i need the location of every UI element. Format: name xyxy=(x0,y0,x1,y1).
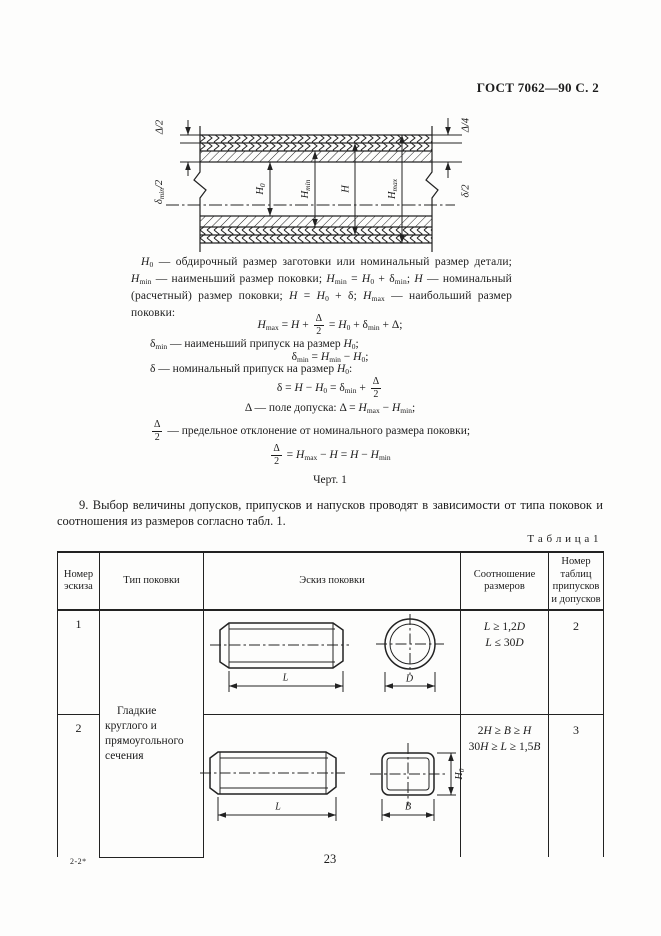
row2-sketch-number: 2 xyxy=(57,714,100,857)
dim-label-L: L xyxy=(275,801,281,812)
table-row: 2 L xyxy=(57,714,604,857)
label-hmax: Hmax xyxy=(387,178,399,200)
table-1: Номер эскиза Тип поковки Эскиз поковки С… xyxy=(57,551,604,858)
table-row: 1 Гладкие круглого и прямоугольного сече… xyxy=(57,610,604,858)
paragraph-9: 9. Выбор величины допусков, припусков и … xyxy=(57,498,603,528)
label-delta-min-half: δmin/2 xyxy=(154,179,166,205)
table-title: Т а б л и ц а 1 xyxy=(527,533,599,545)
label-h0: H0 xyxy=(255,183,267,195)
formula-dmin-def: δmin — наименьший припуск на размер H0; xyxy=(150,338,359,351)
col-header-forging-type: Тип поковки xyxy=(99,551,204,611)
print-signature: 2-2* xyxy=(70,857,87,866)
page-header: ГОСТ 7062—90 С. 2 xyxy=(476,80,599,95)
round-bar-cross-section: D xyxy=(370,614,458,700)
label-h: H xyxy=(340,185,352,193)
definitions-text: H0 — обдирочный размер заготовки или ном… xyxy=(131,256,512,319)
formula-dmin: δmin = Hmin − H0; xyxy=(291,351,369,364)
figure-chert1: Δ/2 δmin/2 Δ/4 δ/2 H0 Hmin H Hmax xyxy=(150,110,495,260)
formula-tolerance: Δ — поле допуска: Δ = Hmax − Hmin; xyxy=(244,402,416,415)
forging-diagram xyxy=(166,118,462,252)
label-delta-half: Δ/2 xyxy=(154,119,166,135)
label-delta-quarter: Δ/4 xyxy=(460,117,472,133)
label-hmin: Hmin xyxy=(300,179,312,199)
row1-sketch-cell: L D xyxy=(203,610,461,715)
dim-label-B: B xyxy=(404,801,412,812)
label-delta-small-half: δ/2 xyxy=(460,184,472,198)
table-header-row: Номер эскиза Тип поковки Эскиз поковки С… xyxy=(57,551,604,611)
col-header-tables-number: Номер таблиц припусков и допусков xyxy=(548,551,604,611)
col-header-forging-sketch: Эскиз поковки xyxy=(203,551,461,611)
row2-sketch-cell: L xyxy=(200,714,466,857)
dim-label-H0: H0 xyxy=(454,768,466,779)
row1-sketch-number: 1 xyxy=(57,610,100,715)
rect-bar-cross-section: B H0 xyxy=(366,741,466,829)
formula-d-def: δ — номинальный припуск на размер H0: xyxy=(150,363,353,376)
row1-tables-number: 2 xyxy=(548,610,604,715)
rect-bar-side-view: L xyxy=(198,741,348,829)
page-number: 23 xyxy=(323,852,337,866)
figure-caption: Черт. 1 xyxy=(313,474,347,486)
forging-type-text: Гладкие круглого и прямоугольного сечени… xyxy=(105,704,184,762)
forging-type-cell: Гладкие круглого и прямоугольного сечени… xyxy=(99,610,204,858)
round-bar-side-view: L xyxy=(207,614,352,700)
dim-label-L: L xyxy=(282,672,289,684)
row2-tables-number: 3 xyxy=(548,714,604,857)
dim-label-D: D xyxy=(405,673,414,685)
col-header-sketch-number: Номер эскиза xyxy=(57,551,100,611)
col-header-ratio: Соотношение размеров xyxy=(460,551,549,611)
